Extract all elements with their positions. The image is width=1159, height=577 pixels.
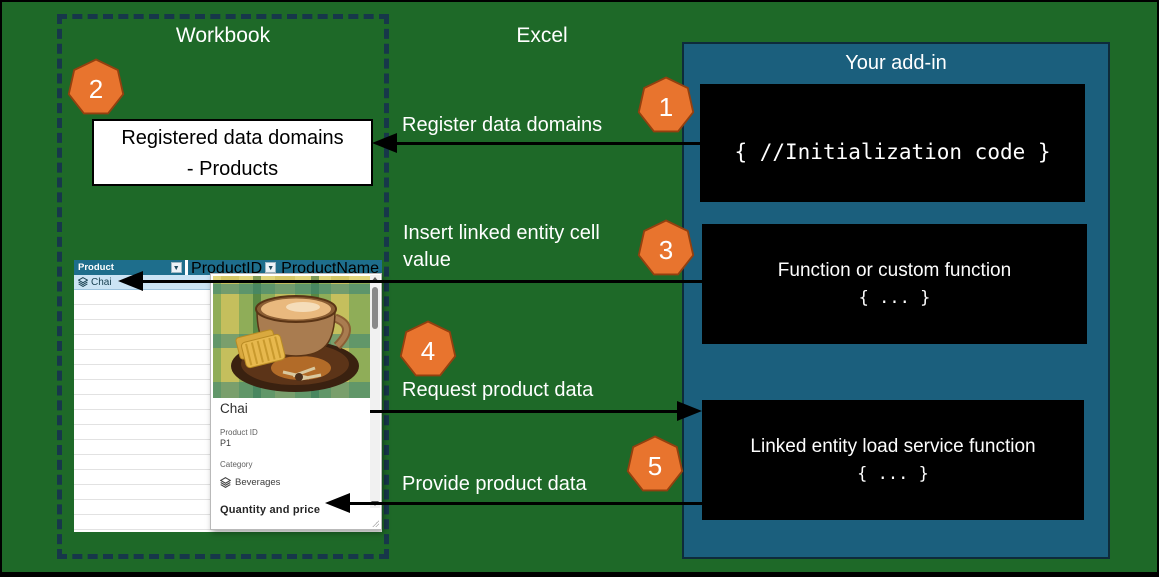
load-service-function-code: { ... }: [857, 464, 929, 484]
workbook-region: [57, 14, 389, 559]
filter-dropdown-icon: ▼: [265, 262, 277, 273]
column-header-productid-label: ProductID: [191, 260, 263, 277]
sheet-table-header: Product ▼ ProductID ▼ ProductName: [74, 260, 382, 277]
column-divider: [184, 260, 189, 275]
custom-function-title: Function or custom function: [777, 260, 1012, 281]
card-resize-corner-icon: [372, 520, 379, 527]
arrow-provide-line: [349, 502, 702, 505]
card-field2-value: Beverages: [235, 477, 281, 488]
step-badge-5-number: 5: [647, 450, 663, 481]
arrow-provide-head-icon: [325, 493, 350, 513]
scroll-up-icon: [371, 277, 379, 282]
registered-domains-line2: - Products: [186, 158, 279, 180]
column-header-productname-label: ProductName: [281, 260, 379, 277]
arrow-insert-line: [142, 280, 702, 283]
arrow-register-line: [396, 142, 700, 145]
initialization-code-text: { //Initialization code }: [734, 140, 1051, 164]
step-badge-2: 2: [64, 57, 128, 119]
step-badge-4: 4: [396, 319, 460, 381]
scrollbar-thumb: [372, 287, 378, 329]
label-register-data-domains: Register data domains: [402, 114, 603, 136]
card-body: Chai Product ID P1 Category Beverages Qu…: [220, 398, 367, 516]
step-badge-2-number: 2: [88, 73, 104, 104]
step-badge-1-number: 1: [658, 91, 674, 122]
step-badge-1: 1: [634, 75, 698, 137]
heptagon-icon: [67, 58, 125, 115]
workbook-region-title: Workbook: [175, 24, 271, 47]
arrow-insert-head-icon: [118, 271, 143, 291]
card-scrollbar: [370, 275, 380, 508]
arrow-request-head-icon: [677, 401, 702, 421]
label-request-product-data: Request product data: [402, 379, 594, 401]
chai-cell-label: Chai: [91, 276, 112, 288]
heptagon-icon: [626, 435, 684, 492]
filter-dropdown-icon: ▼: [170, 262, 182, 273]
card-field2-entity: Beverages: [220, 477, 367, 488]
step-badge-4-number: 4: [420, 335, 436, 366]
heptagon-icon: [399, 320, 457, 377]
card-field1-value: P1: [220, 438, 232, 448]
card-field2-label: Category: [220, 460, 253, 469]
linked-entity-icon: [78, 277, 88, 287]
card-title: Chai: [220, 401, 248, 416]
step-badge-3-number: 3: [658, 234, 674, 265]
initialization-code-box: { //Initialization code }: [700, 84, 1085, 202]
step-badge-5: 5: [623, 434, 687, 496]
column-header-product: Product ▼: [74, 260, 185, 275]
load-service-function-box: Linked entity load service function { ..…: [702, 400, 1084, 520]
column-headers-right: ProductID ▼ ProductName: [188, 260, 382, 277]
arrow-register-head-icon: [372, 133, 397, 153]
card-section-header: Quantity and price: [220, 504, 321, 516]
registered-domains-line1: Registered data domains: [121, 127, 344, 149]
card-field1-label: Product ID: [220, 428, 258, 437]
heptagon-icon: [637, 219, 695, 276]
custom-function-code: { ... }: [858, 288, 931, 308]
excel-region-title: Excel: [516, 24, 568, 47]
step-badge-3: 3: [634, 218, 698, 280]
product-entity-card: Chai Product ID P1 Category Beverages Qu…: [210, 273, 382, 530]
load-service-function-title: Linked entity load service function: [750, 436, 1036, 457]
label-insert-linked-entity: Insert linked entity cell value: [403, 222, 600, 271]
label-provide-product-data: Provide product data: [402, 473, 587, 495]
chai-product-photo: [213, 276, 373, 398]
registered-domains-box: Registered data domains - Products: [92, 119, 373, 186]
custom-function-box: Function or custom function { ... }: [702, 224, 1087, 344]
column-header-product-label: Product: [78, 262, 114, 273]
arrow-request-line: [370, 410, 678, 413]
heptagon-icon: [637, 76, 695, 133]
addin-region-title: Your add-in: [845, 52, 947, 74]
linked-entity-icon: [220, 477, 231, 488]
